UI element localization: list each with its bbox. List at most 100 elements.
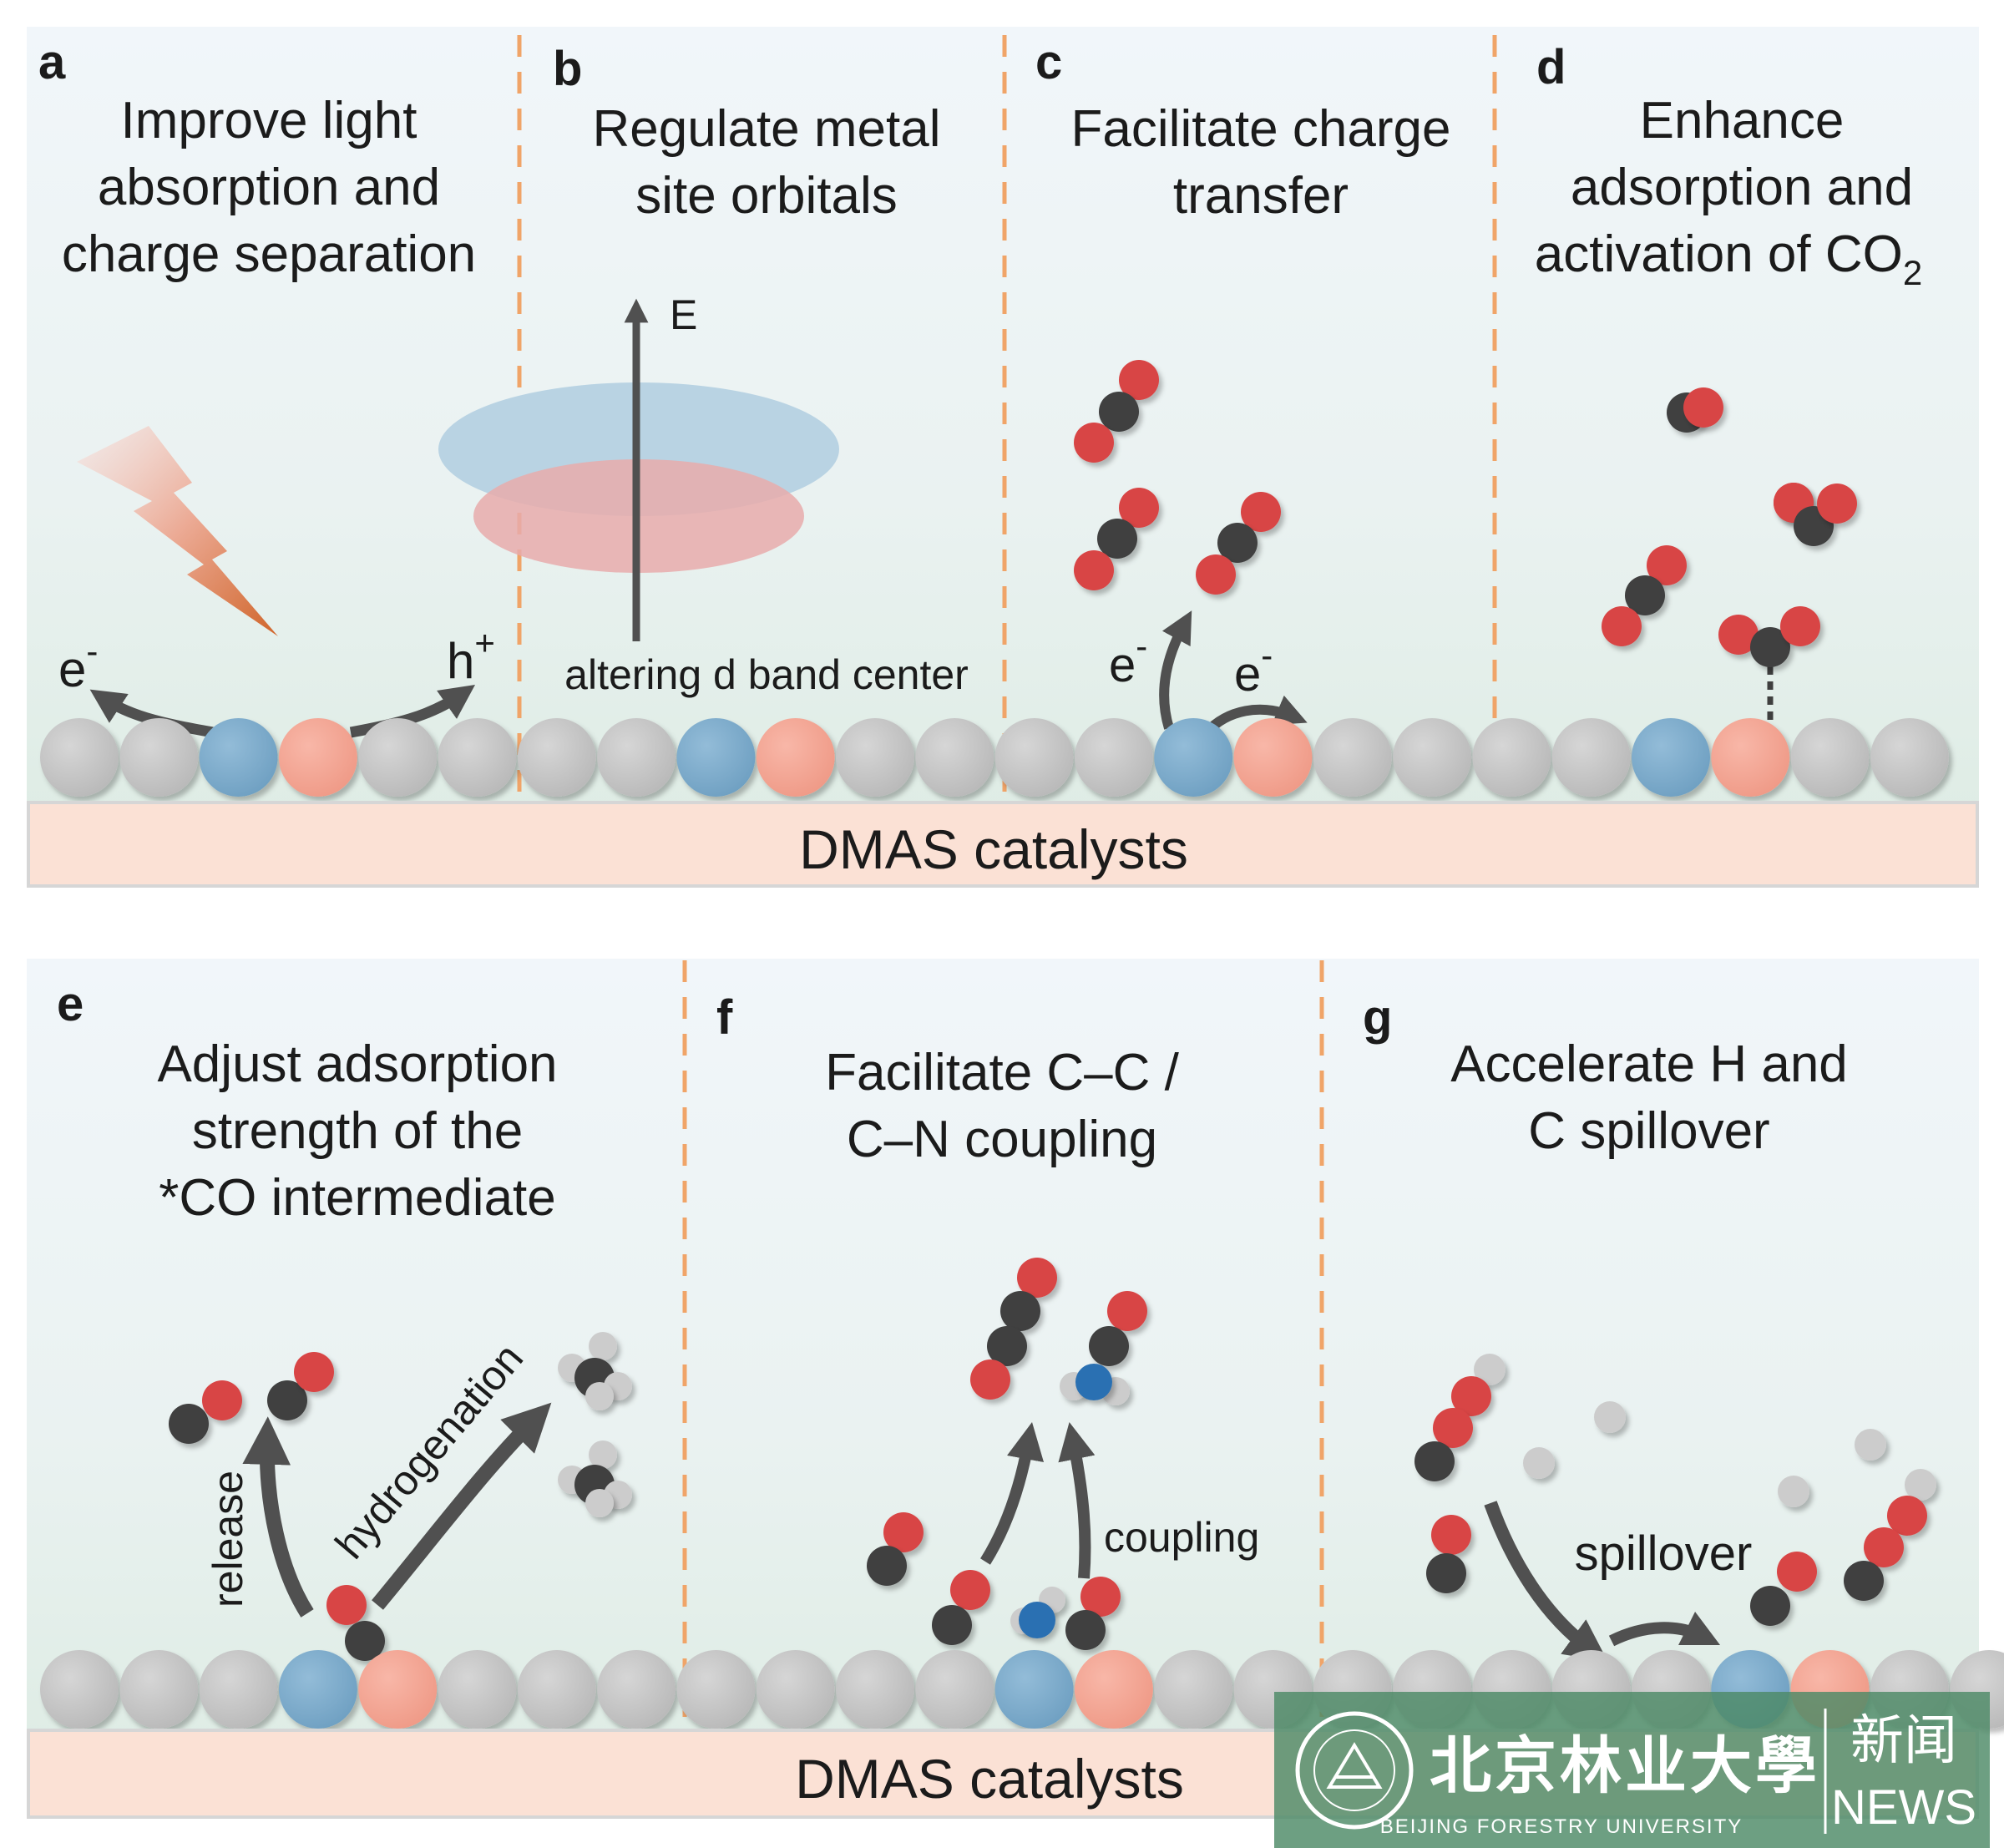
oxygen-atom (1119, 488, 1159, 528)
news-label-cn: 新闻 (1850, 1710, 1957, 1772)
metal-site-pink (1711, 718, 1790, 797)
carbon-atom (1099, 392, 1139, 432)
hydrogen-atom (585, 1489, 614, 1517)
substrate-atom (597, 718, 676, 797)
carbon-atom (1750, 1586, 1790, 1626)
substrate-atom (517, 718, 596, 797)
carbon-atom (1844, 1561, 1884, 1601)
substrate-atom (1074, 718, 1153, 797)
metal-site-blue (1154, 718, 1233, 797)
carbon-atom (169, 1404, 209, 1444)
substrate-atom (1313, 718, 1392, 797)
metal-site-blue (278, 1650, 357, 1729)
metal-site-blue (199, 718, 278, 797)
substrate-atom (994, 718, 1074, 797)
oxygen-atom (1431, 1515, 1471, 1555)
panel-c-header: c Facilitate charge transfer (1035, 35, 1450, 225)
carbon-atom (1750, 627, 1790, 667)
substrate-atom (756, 1650, 835, 1729)
carbon-atom (867, 1546, 907, 1586)
substrate-atom (1790, 718, 1870, 797)
top-molecules (1074, 360, 1857, 667)
oxygen-atom (1196, 554, 1236, 595)
panel-a-title-line2: absorption and (98, 159, 440, 216)
university-name-en: BEIJING FORESTRY UNIVERSITY (1380, 1815, 1743, 1838)
oxygen-atom (294, 1352, 334, 1392)
university-seal-icon (1295, 1711, 1414, 1830)
metal-site-blue (1632, 718, 1710, 797)
substrate-atom (358, 718, 438, 797)
bottom-dividers (682, 960, 1324, 1729)
panel-e-title-line1: Adjust adsorption (157, 1035, 557, 1093)
substrate-atom (836, 718, 914, 797)
oxygen-atom (1683, 387, 1723, 428)
substrate-atom (438, 718, 517, 797)
hydrogen-atom (1778, 1476, 1809, 1507)
metal-site-pink (358, 1650, 438, 1729)
panel-label-f: f (716, 990, 733, 1045)
top-catalyst-label: DMAS catalysts (799, 818, 1188, 880)
oxygen-atom (1074, 423, 1114, 463)
carbon-atom (987, 1326, 1027, 1366)
electron-label-c1: e- (1109, 626, 1147, 692)
metal-site-pink (278, 718, 357, 797)
top-catalyst-base (27, 801, 1979, 888)
hydrogen-atom (589, 1440, 617, 1469)
lightning-icon (77, 426, 278, 636)
electron-label-c2: e- (1234, 635, 1273, 701)
substrate-atom (119, 1650, 199, 1729)
panel-f-title-line1: Facilitate C–C / (825, 1044, 1180, 1101)
substrate-atom (1551, 718, 1631, 797)
panel-label-e: e (57, 977, 84, 1031)
substrate-atom (517, 1650, 596, 1729)
oxygen-atom (1451, 1376, 1491, 1416)
metal-site-pink (756, 718, 835, 797)
oxygen-atom (1080, 1577, 1121, 1617)
panel-b-title-line1: Regulate metal (592, 100, 940, 158)
panel-d-title-line2: adsorption and (1571, 159, 1913, 216)
substrate-atom (438, 1650, 517, 1729)
substrate-atom (836, 1650, 914, 1729)
panel-f-header: f Facilitate C–C / C–N coupling (716, 990, 1180, 1168)
electron-label: e- (58, 631, 98, 697)
oxygen-atom (202, 1380, 242, 1420)
oxygen-atom (1718, 615, 1759, 655)
substrate-atom (119, 718, 199, 797)
panel-label-c: c (1035, 35, 1062, 89)
hydrogen-atom (1594, 1401, 1626, 1433)
substrate-atom (40, 1650, 119, 1729)
oxygen-atom (1780, 606, 1820, 646)
metal-site-pink (1074, 1650, 1153, 1729)
carbon-atom (1065, 1610, 1106, 1650)
carbon-atom (932, 1605, 972, 1645)
d-band-center-label: altering d band center (564, 651, 969, 698)
panel-a-title-line1: Improve light (121, 92, 418, 149)
panel-e-title-line2: strength of the (192, 1102, 523, 1160)
spillover-arrow-2 (1608, 1611, 1721, 1647)
metal-site-blue (676, 718, 756, 797)
oxygen-atom (970, 1359, 1010, 1400)
oxygen-atom (1777, 1552, 1817, 1592)
coupling-arrow-right (1058, 1422, 1096, 1579)
substrate-atom (915, 718, 994, 797)
substrate-atom (676, 1650, 756, 1729)
top-atom-row (40, 718, 1949, 797)
nitrogen-atom (1019, 1602, 1055, 1638)
hydrogen-atom (1855, 1429, 1886, 1461)
coupling-label: coupling (1104, 1514, 1259, 1561)
university-watermark: 北京林业大學 BEIJING FORESTRY UNIVERSITY 新闻 NE… (1274, 1692, 1990, 1848)
hydrogen-atom (1905, 1469, 1936, 1501)
carbon-atom (1097, 519, 1137, 559)
panel-a-header: a Improve light absorption and charge se… (38, 35, 476, 283)
hydrogen-atom (1474, 1354, 1506, 1385)
panel-c-title-line1: Facilitate charge (1071, 100, 1451, 158)
panel-label-a: a (38, 35, 66, 89)
release-arrow (242, 1416, 314, 1618)
oxygen-atom (1864, 1527, 1904, 1567)
hydrogen-atom (585, 1382, 614, 1410)
oxygen-atom (950, 1570, 990, 1610)
carbon-atom (1414, 1441, 1455, 1481)
hole-arrow (349, 685, 476, 738)
carbon-atom (1426, 1553, 1466, 1593)
